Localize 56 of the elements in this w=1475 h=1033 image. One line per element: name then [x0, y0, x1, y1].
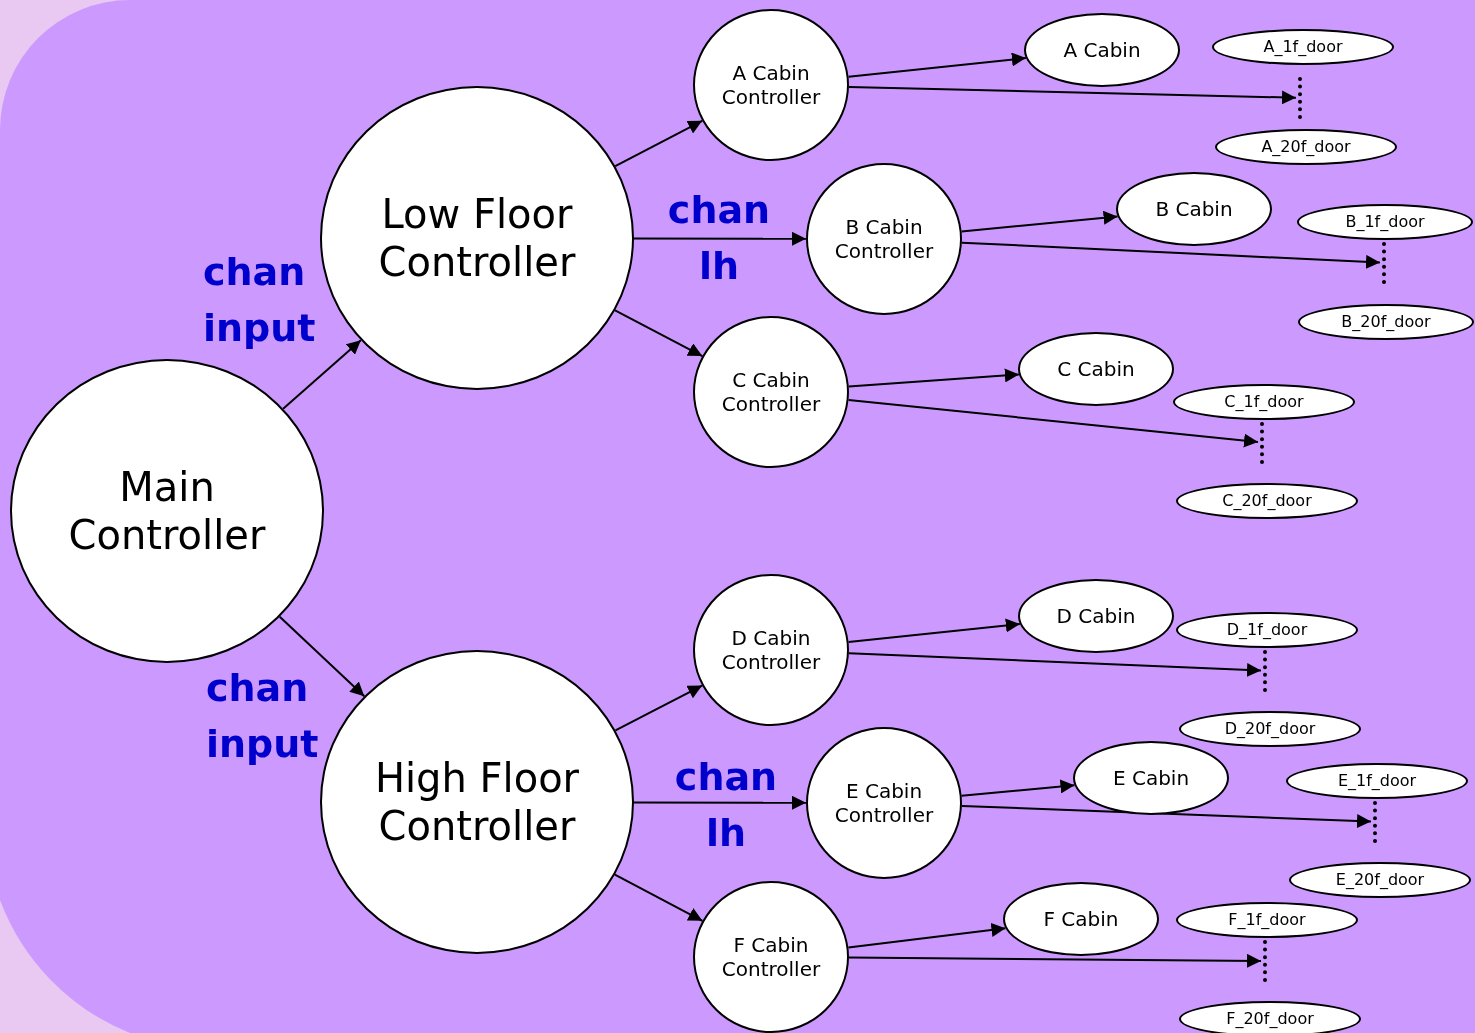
arrow	[960, 241, 1381, 269]
ellipsis-dots	[1263, 650, 1267, 692]
arrow	[633, 231, 807, 246]
node-text: High Floor Controller	[373, 754, 581, 850]
node-text: E_20f_door	[1334, 870, 1426, 890]
arrow	[847, 618, 1021, 643]
node-text: E Cabin Controller	[833, 779, 935, 827]
node-text: Low Floor Controller	[377, 190, 577, 286]
node-text: D Cabin Controller	[720, 626, 822, 674]
arrow	[847, 652, 1262, 677]
node-text: A_20f_door	[1260, 137, 1352, 157]
node-text: A_1f_door	[1262, 37, 1344, 57]
node-text: D_20f_door	[1223, 719, 1317, 739]
arrow	[848, 85, 1297, 105]
node-text: C Cabin	[1056, 357, 1136, 381]
arrow	[847, 368, 1020, 388]
ellipsis-dots	[1382, 242, 1386, 284]
arrow	[633, 795, 807, 810]
node-text: A Cabin	[1062, 38, 1142, 62]
arrow	[614, 309, 704, 357]
arrow	[960, 779, 1076, 797]
node-text: F_1f_door	[1227, 910, 1307, 930]
ellipsis-dots	[1298, 77, 1302, 119]
node-text: D_1f_door	[1225, 620, 1309, 640]
arrow	[282, 339, 362, 410]
arrow	[848, 953, 1262, 968]
ellipsis-dots	[1263, 940, 1267, 982]
ellipsis-dots	[1260, 422, 1264, 464]
arrow	[960, 210, 1119, 233]
node-text: B_20f_door	[1340, 312, 1432, 332]
channel-label: chan input	[203, 249, 317, 352]
node-text: F Cabin Controller	[720, 933, 822, 981]
channel-label: chan input	[206, 665, 320, 768]
node-text: D Cabin	[1055, 604, 1137, 628]
node-text: F Cabin	[1042, 907, 1120, 931]
arrow	[613, 873, 704, 922]
node-text: B Cabin Controller	[833, 215, 935, 263]
arrow	[614, 119, 704, 168]
node-text: E Cabin	[1111, 766, 1191, 790]
channel-label: chan lh	[673, 754, 779, 857]
node-text: C_1f_door	[1223, 392, 1305, 412]
node-text: C Cabin Controller	[720, 368, 822, 416]
node-text: A Cabin Controller	[720, 61, 822, 109]
node-text: Main Controller	[67, 463, 267, 559]
arrow	[847, 52, 1027, 78]
arrow	[960, 805, 1372, 829]
node-text: E_1f_door	[1336, 771, 1418, 791]
arrow	[847, 398, 1259, 448]
arrow	[278, 615, 366, 698]
node-text: B_1f_door	[1344, 212, 1426, 232]
node-text: C_20f_door	[1221, 491, 1313, 511]
node-text: B Cabin	[1154, 197, 1234, 221]
ellipsis-dots	[1373, 801, 1377, 843]
node-text: F_20f_door	[1225, 1009, 1315, 1029]
channel-label: chan lh	[666, 187, 772, 290]
arrow	[614, 684, 704, 732]
